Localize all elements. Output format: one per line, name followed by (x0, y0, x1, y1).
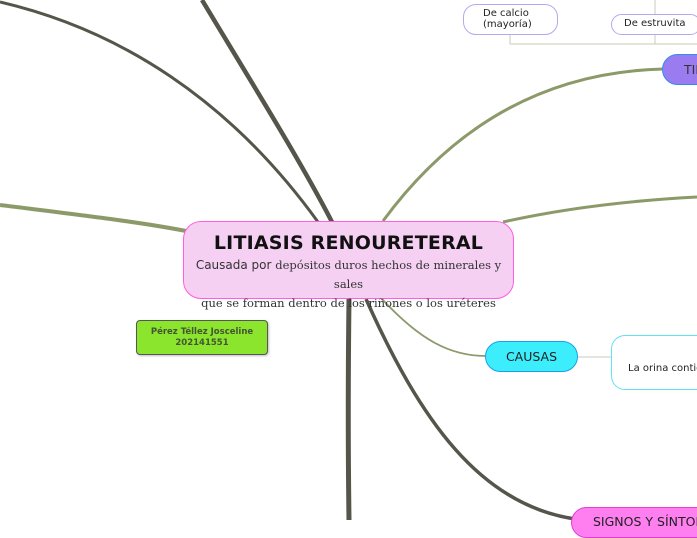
central-subtitle-line1: depósitos duros hechos de minerales y sa… (275, 258, 502, 291)
tipo-calcio-line1: De calcio (483, 8, 529, 19)
tipo-calcio[interactable]: De calcio (mayoría) (463, 4, 558, 35)
connector-to-signos (364, 298, 576, 520)
tipo-calcio-line2: (mayoría) (483, 19, 532, 30)
connector-bottom-vertical (345, 298, 352, 520)
connector-top-steep (200, 0, 334, 224)
central-topic[interactable]: LITIASIS RENOURETERAL Causada por depósi… (183, 221, 514, 310)
connector-top-left-curve (0, 0, 320, 223)
connector-to-causas (381, 298, 487, 357)
connector-left-olive (0, 203, 187, 233)
connector-layer (0, 0, 697, 520)
branch-causas-label: CAUSAS (505, 349, 558, 364)
branch-causas[interactable]: CAUSAS (485, 341, 578, 372)
author-id: 202141551 (175, 338, 229, 348)
central-title: LITIASIS RENOURETERAL (213, 232, 484, 254)
connector-tipos-children (509, 0, 697, 45)
author-label[interactable]: Pérez Téllez Josceline 202141551 (136, 320, 268, 355)
causa-line: La orina contiene un (628, 363, 697, 374)
branch-signos-label: SIGNOS Y SÍNTOMAS (593, 514, 697, 529)
connector-right-olive (502, 195, 697, 224)
central-subtitle-line2: que se forman dentro de los riñones o lo… (201, 296, 496, 310)
author-name: Pérez Téllez Josceline (150, 327, 254, 337)
central-subtitle-lead: Causada por (195, 258, 276, 272)
branch-tipos-label: TIPOS (684, 62, 697, 77)
branch-signos-sintomas[interactable]: SIGNOS Y SÍNTOMAS (571, 507, 697, 538)
tipo-estruvita[interactable]: De estruvita (611, 14, 697, 35)
branch-tipos[interactable]: TIPOS (662, 54, 697, 85)
causa-description[interactable]: La orina contiene un alto contenido de c… (611, 335, 697, 390)
tipo-estruvita-label: De estruvita (624, 18, 686, 29)
central-subtitle: Causada por depósitos duros hechos de mi… (184, 256, 513, 313)
connector-to-tipos (381, 67, 664, 222)
